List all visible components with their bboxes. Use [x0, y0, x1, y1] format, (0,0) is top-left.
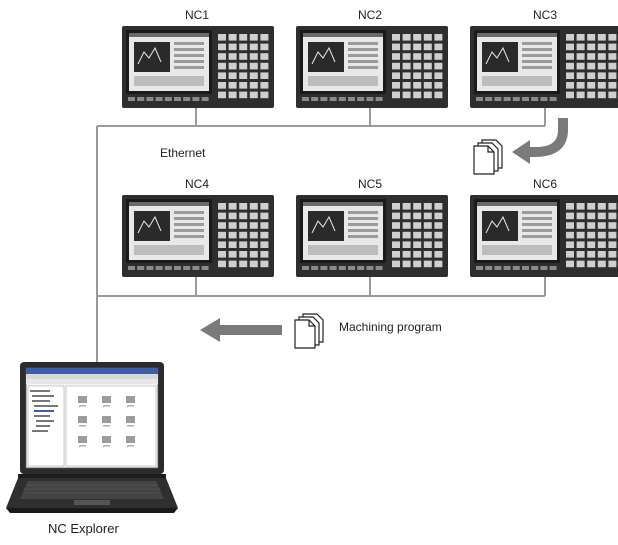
curved-transfer-arrow-icon	[512, 118, 568, 164]
nc-label: NC2	[357, 8, 382, 22]
nc-unit-5-cnc-control-panel-icon	[296, 195, 448, 277]
nc-unit-6-cnc-control-panel-icon	[470, 195, 618, 277]
network-label: Ethernet	[160, 146, 206, 160]
ethernet-bus	[96, 108, 546, 362]
program-label: Machining program	[339, 320, 442, 334]
nc-label: NC4	[184, 177, 209, 191]
nc-unit-3-cnc-control-panel-icon	[470, 26, 618, 108]
nc-unit-4-cnc-control-panel-icon	[122, 195, 274, 277]
pc-label: NC Explorer	[48, 521, 119, 536]
nc-label: NC1	[184, 8, 209, 22]
stacked-documents-icon	[294, 313, 324, 349]
nc-label: NC5	[357, 177, 382, 191]
laptop-icon	[6, 362, 178, 513]
stacked-documents-icon	[473, 139, 503, 175]
nc-label: NC3	[532, 8, 557, 22]
nc-unit-group	[122, 26, 618, 277]
nc-label: NC6	[532, 177, 557, 191]
nc-unit-1-cnc-control-panel-icon	[122, 26, 274, 108]
nc-unit-2-cnc-control-panel-icon	[296, 26, 448, 108]
left-transfer-arrow-icon	[200, 318, 282, 342]
